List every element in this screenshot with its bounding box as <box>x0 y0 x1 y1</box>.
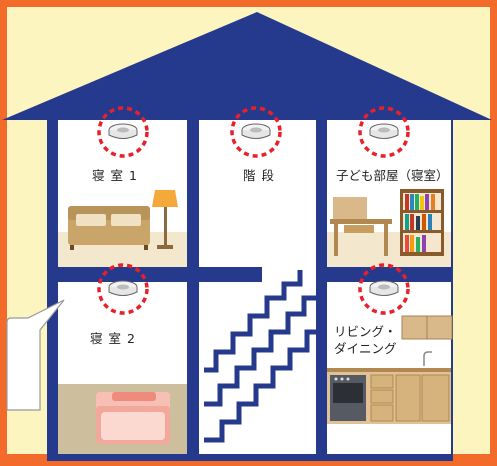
detector-kids-room <box>358 106 410 158</box>
staircase <box>204 270 316 443</box>
detector-living <box>358 263 410 315</box>
label-living-line1: リビング・ <box>334 324 397 339</box>
speech-bubble <box>6 299 65 411</box>
detector-bedroom2 <box>97 263 149 315</box>
stair-flight-1 <box>204 270 303 373</box>
bed-icon <box>96 392 170 444</box>
stair-opening <box>262 265 316 284</box>
smoke-detector-icon <box>241 123 271 139</box>
smoke-detector-icon <box>369 280 399 296</box>
bookshelf-icon <box>400 189 444 256</box>
label-stairs: 階 段 <box>243 168 275 183</box>
stair-flight-2 <box>204 295 316 407</box>
room-stairs <box>199 120 316 267</box>
label-bedroom1: 寝 室 1 <box>92 168 138 183</box>
smoke-detector-icon <box>108 123 138 139</box>
smoke-detector-icon <box>108 280 138 296</box>
desk-icon <box>330 197 392 256</box>
label-kids-room: 子ども部屋（寝室） <box>336 168 449 183</box>
smoke-detector-icon <box>369 123 399 139</box>
label-living-line2: ダイニング <box>334 341 397 356</box>
kitchen-icon <box>327 315 453 424</box>
detector-stairs <box>230 106 282 158</box>
label-bedroom2: 寝 室 2 <box>90 331 136 346</box>
sofa-icon <box>68 206 150 250</box>
detector-bedroom1 <box>97 106 149 158</box>
floor-lamp-icon <box>152 190 178 249</box>
stair-flight-3 <box>204 329 316 443</box>
